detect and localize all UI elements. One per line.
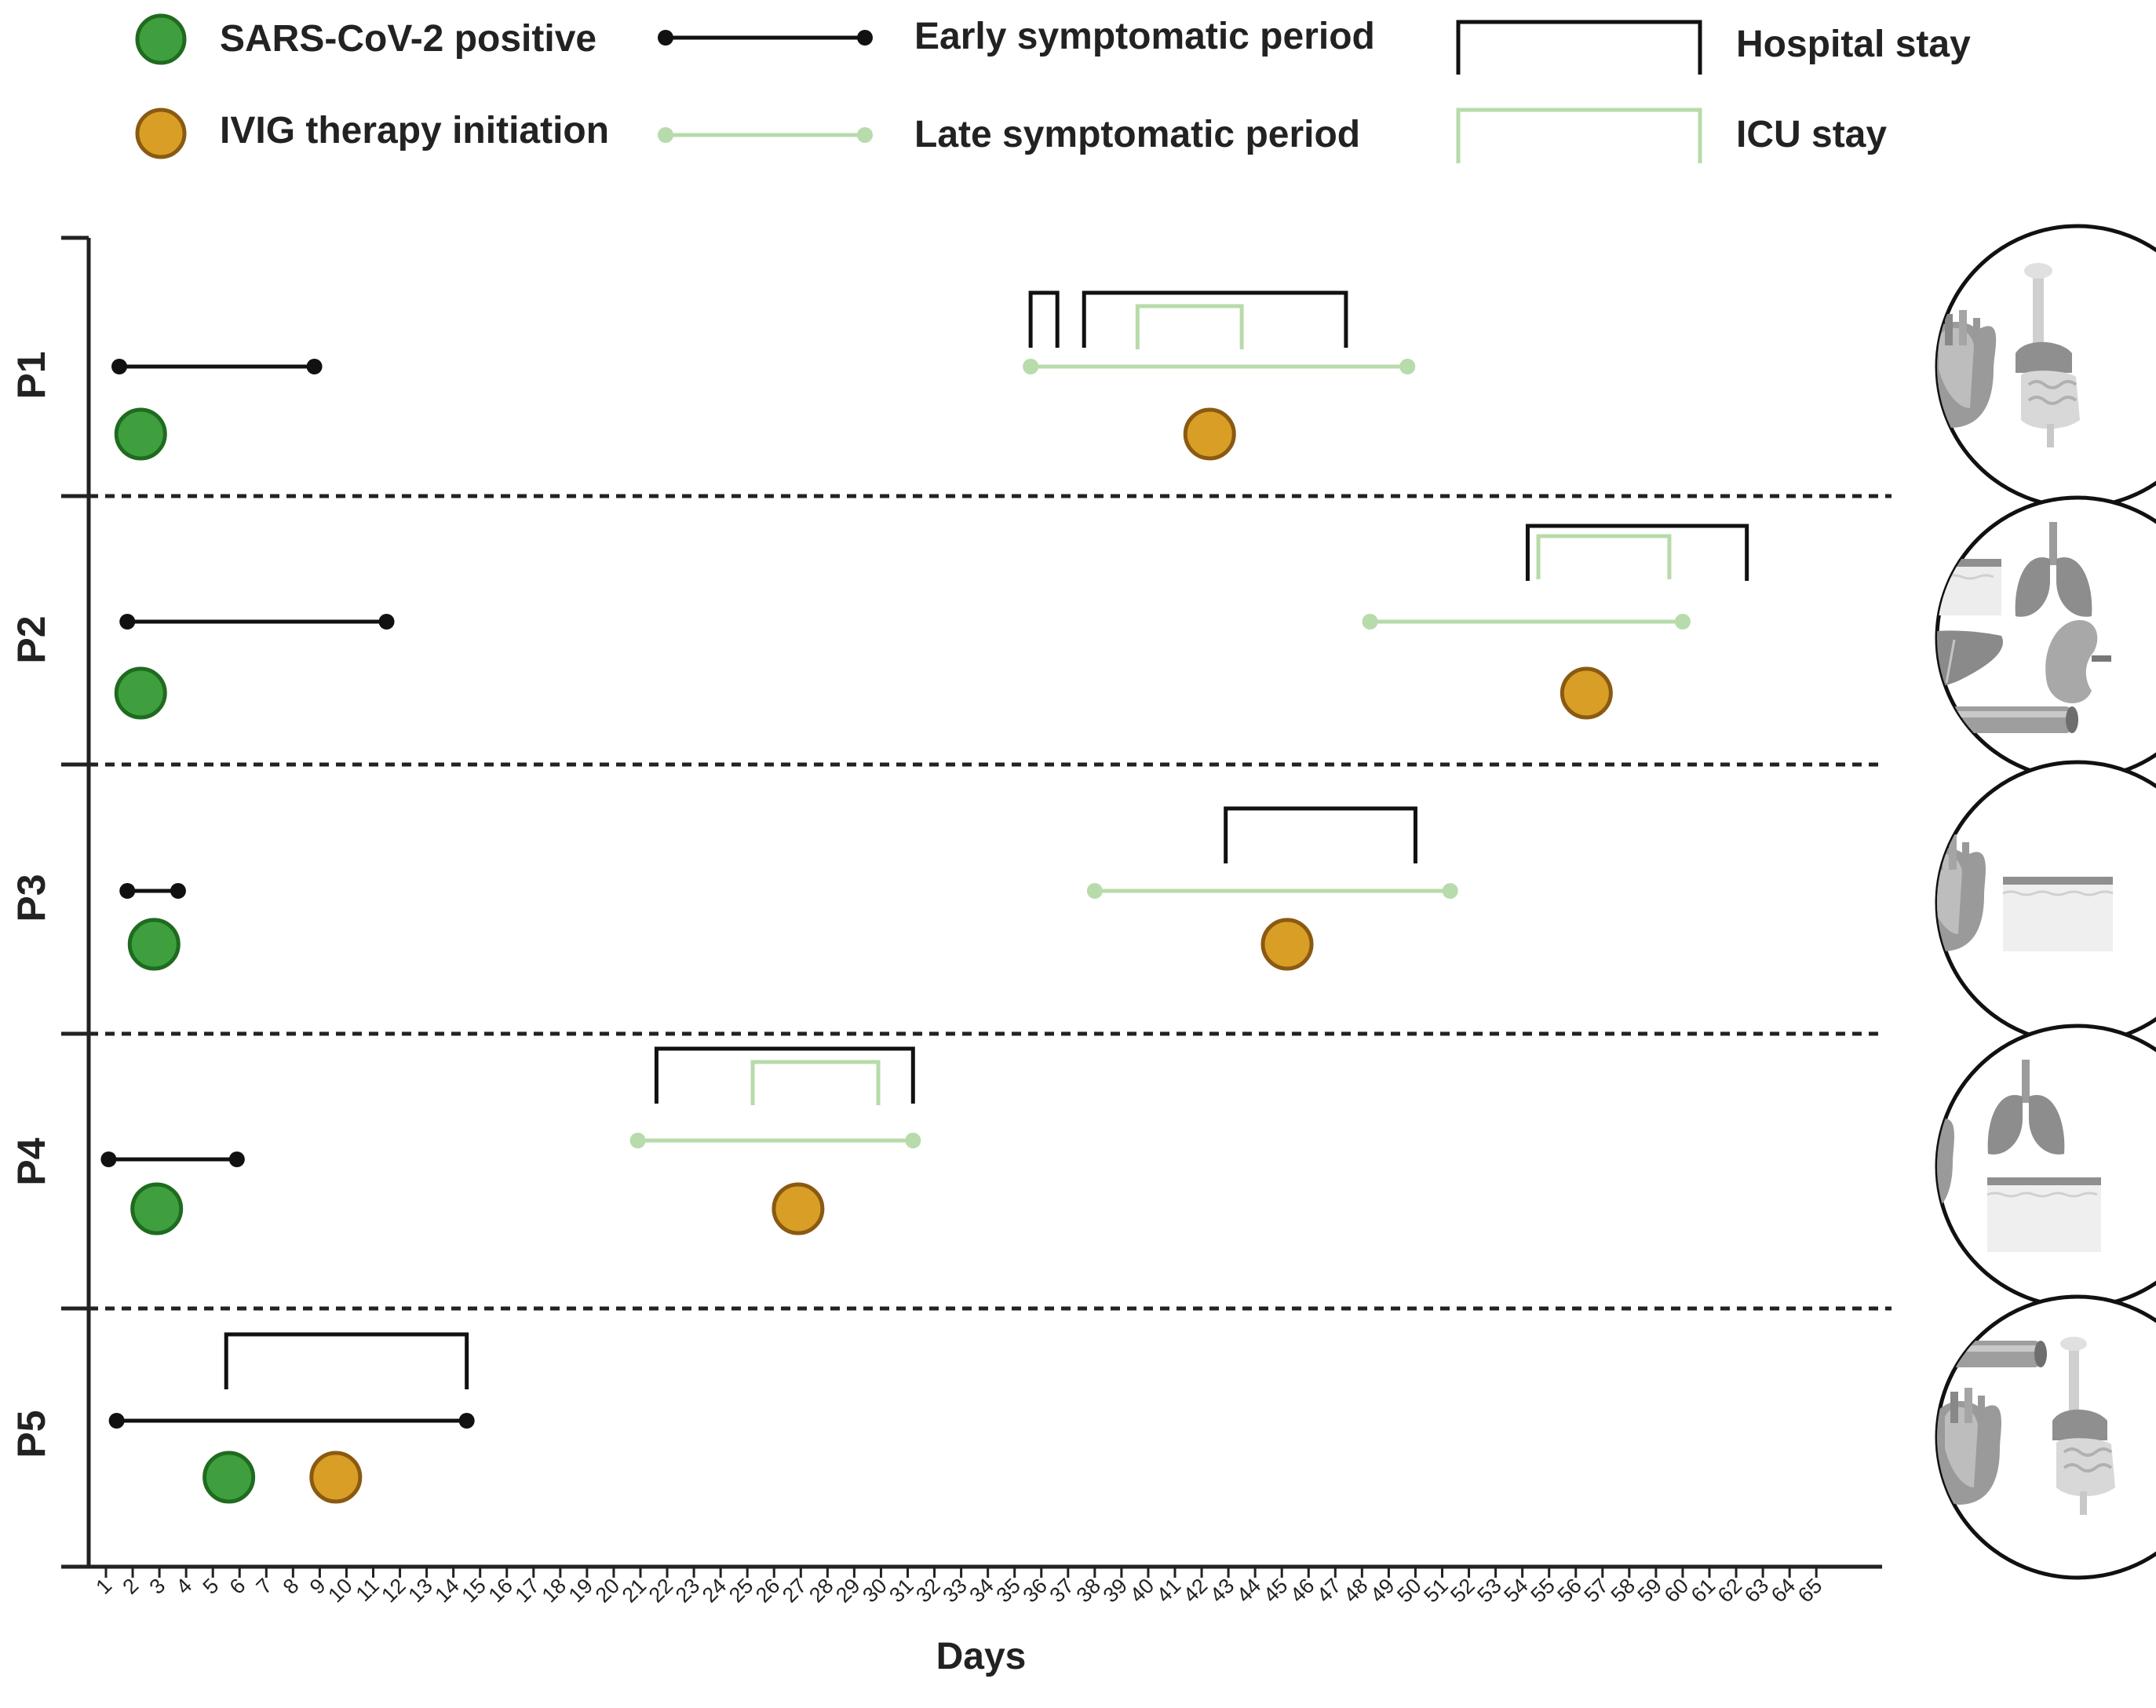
ivig-marker-p3: [1260, 918, 1314, 971]
early-period-p3-end-dot: [170, 883, 186, 899]
kidney-icon: [2045, 620, 2111, 704]
organ-circle-p3: [1935, 760, 2156, 1046]
row-label-p2: P2: [9, 615, 53, 663]
positive-marker-p2: [114, 666, 167, 720]
digestive-system-icon: [2052, 1337, 2115, 1515]
positive-marker-p5: [202, 1451, 256, 1504]
early-period-p2: [119, 614, 395, 630]
blood-vessel-icon: [1937, 1341, 2047, 1367]
early-period-p4-end-dot: [228, 1151, 245, 1167]
legend-icu-marker: [1456, 108, 1702, 163]
early-period-p3-start-dot: [119, 883, 136, 899]
legend-hospital-label: Hospital stay: [1736, 24, 1971, 65]
hospital-stay-p4-1: [654, 1046, 915, 1104]
timeline-marks: [100, 290, 1749, 1504]
early-period-p5-end-dot: [458, 1413, 475, 1429]
hospital-stay-p2-1: [1525, 524, 1749, 581]
legend-hospital-marker: [1456, 20, 1702, 75]
digestive-system-icon: [2016, 263, 2080, 447]
late-period-p4: [629, 1133, 921, 1148]
skin-icon: [2002, 877, 2114, 951]
x-tick-label: 3: [145, 1574, 170, 1599]
x-tick-label: 2: [118, 1574, 143, 1599]
row-label-p3: P3: [9, 874, 53, 922]
legend-ivig-marker: [135, 108, 187, 159]
ivig-marker-p4: [772, 1182, 825, 1235]
x-tick-label: 6: [225, 1574, 250, 1599]
late-period-p2-end-dot: [1674, 614, 1691, 630]
early-period-p5: [108, 1413, 475, 1429]
organ-circle-p1: [1935, 224, 2156, 509]
late-period-p3: [1086, 883, 1458, 899]
skin-icon: [1937, 559, 2001, 615]
early-period-p4: [100, 1151, 245, 1167]
hospital-stay-p1-2: [1082, 290, 1348, 348]
late-period-p1-end-dot: [1399, 359, 1416, 374]
legend-icu-label: ICU stay: [1736, 114, 1887, 155]
ivig-marker-p1: [1183, 407, 1236, 461]
ivig-marker-p5: [309, 1451, 363, 1504]
skin-icon: [1986, 1177, 2101, 1252]
early-period-p1-end-dot: [306, 359, 323, 374]
late-period-p2: [1362, 614, 1691, 630]
icu-stay-p4-1: [750, 1060, 881, 1105]
liver-icon: [1937, 630, 2003, 688]
early-period-p4-start-dot: [100, 1151, 117, 1167]
row-label-p1: P1: [9, 351, 53, 399]
early-period-p1: [111, 359, 323, 374]
organ-circle-p5: [1935, 1294, 2156, 1580]
legend-positive-marker: [135, 13, 187, 65]
lungs-icon: [1987, 1060, 2065, 1155]
legend-positive-label: SARS-CoV-2 positive: [220, 18, 596, 60]
x-tick-label: 65: [1793, 1574, 1826, 1607]
early-period-p3: [119, 883, 186, 899]
early-period-p1-start-dot: [111, 359, 128, 374]
row-labels: P1 P2 P3 P4 P5: [9, 351, 53, 1458]
positive-marker-p3: [127, 918, 181, 971]
x-tick-label: 9: [305, 1574, 330, 1599]
late-period-p4-end-dot: [905, 1133, 921, 1148]
late-period-p1: [1023, 359, 1416, 374]
late-period-p1-start-dot: [1023, 359, 1039, 374]
legend-late-label: Late symptomatic period: [914, 114, 1360, 155]
hospital-stay-p1-1: [1028, 290, 1060, 348]
early-period-p2-start-dot: [119, 614, 136, 630]
early-period-p5-start-dot: [108, 1413, 125, 1429]
late-period-p3-start-dot: [1086, 883, 1103, 899]
late-period-p4-start-dot: [629, 1133, 646, 1148]
x-tick-label: 1: [91, 1574, 116, 1599]
x-tick-label: 7: [252, 1574, 277, 1599]
x-tick-label: 5: [199, 1574, 224, 1599]
blood-vessel-icon: [1939, 706, 2078, 733]
hospital-stay-p5-1: [224, 1332, 469, 1389]
late-period-p3-end-dot: [1442, 883, 1458, 899]
legend-late-marker: [658, 127, 873, 143]
early-period-p2-end-dot: [378, 614, 395, 630]
legend-ivig-label: IVIG therapy initiation: [220, 110, 609, 151]
late-period-p2-start-dot: [1362, 614, 1378, 630]
icu-stay-p2-1: [1536, 534, 1672, 579]
lungs-icon: [2015, 522, 2092, 617]
icu-stay-p1-1: [1135, 304, 1244, 349]
legend: SARS-CoV-2 positive IVIG therapy initiat…: [135, 13, 1971, 163]
legend-early-marker: [658, 30, 873, 46]
positive-marker-p1: [114, 407, 167, 461]
legend-early-label: Early symptomatic period: [914, 16, 1375, 57]
ivig-marker-p2: [1560, 666, 1613, 720]
x-axis-title: Days: [936, 1636, 1027, 1677]
row-label-p5: P5: [9, 1410, 53, 1458]
x-tick-label: 8: [279, 1574, 304, 1599]
organ-circle-p2: [1935, 495, 2156, 781]
organ-circle-p4: [1935, 1024, 2156, 1309]
hospital-stay-p3-1: [1224, 806, 1417, 863]
x-tick-label: 4: [172, 1574, 197, 1599]
positive-marker-p4: [130, 1182, 184, 1235]
row-label-p4: P4: [9, 1137, 53, 1185]
heart-icon: [1937, 1388, 2001, 1505]
